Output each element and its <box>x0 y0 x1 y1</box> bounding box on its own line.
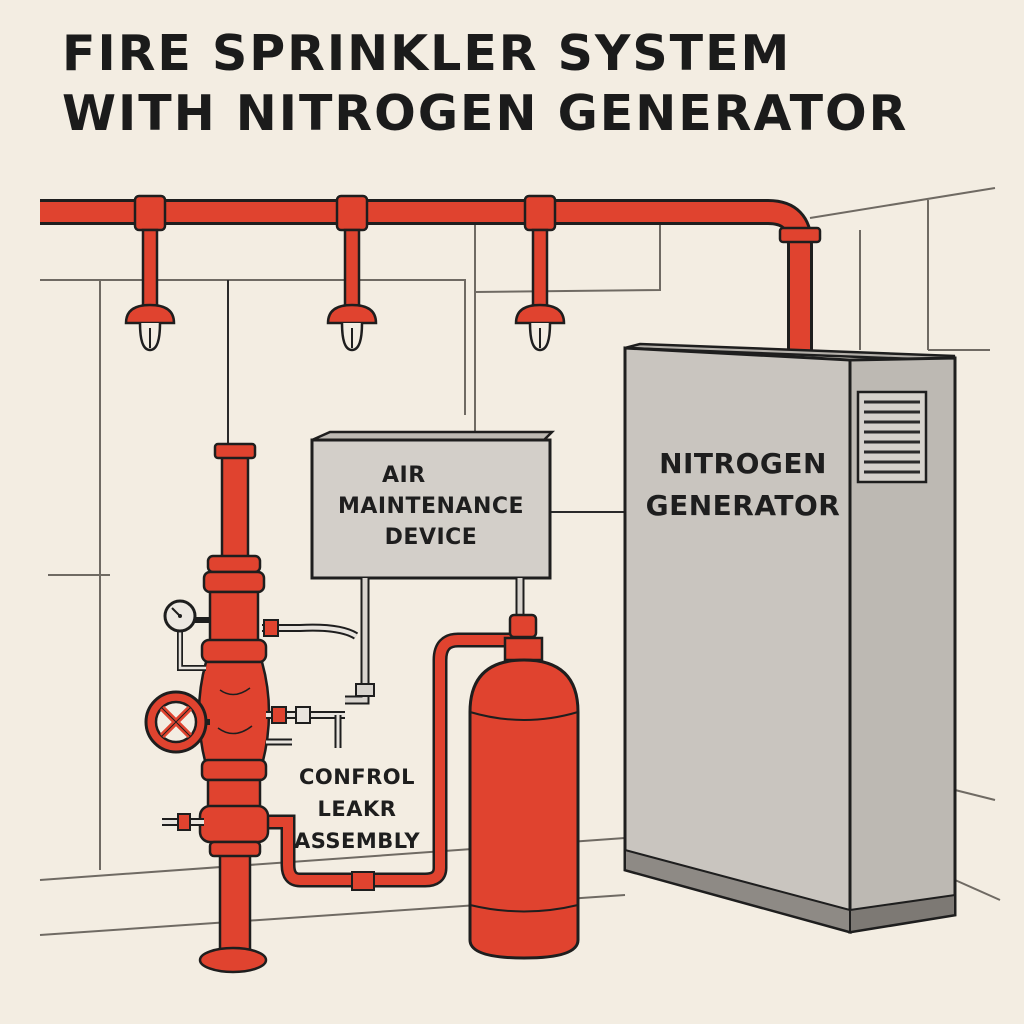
valve-handwheel-icon <box>144 690 210 754</box>
air-maintenance-device-box <box>310 430 556 580</box>
air-maintenance-device-label-line-1: AIR <box>382 463 426 488</box>
control-valve-assembly-label-line-3: ASSEMBLY <box>293 829 421 853</box>
sprinkler-head-1 <box>124 194 176 352</box>
sprinkler-head-2 <box>326 194 378 352</box>
sprinkler-main-pipe <box>40 199 822 350</box>
air-maintenance-device-label-line-2: MAINTENANCE <box>337 494 525 519</box>
nitrogen-generator-cabinet <box>623 342 957 934</box>
nitrogen-cylinder <box>468 613 580 960</box>
title-line-1: FIRE SPRINKLER SYSTEM <box>62 25 792 82</box>
title-line-2: WITH NITROGEN GENERATOR <box>62 85 909 142</box>
nitrogen-feed-pipe <box>262 632 512 891</box>
nitrogen-generator-label-line-1: NITROGEN <box>659 447 827 480</box>
control-valve-body <box>162 554 359 858</box>
signal-lines <box>227 280 626 513</box>
air-maintenance-device-label-line-3: DEVICE <box>384 525 478 550</box>
diagram-title: FIRE SPRINKLER SYSTEM WITH NITROGEN GENE… <box>62 24 908 144</box>
pressure-gauge-icon <box>163 599 197 633</box>
sprinkler-head-3 <box>514 194 566 352</box>
nitrogen-generator-label: NITROGEN GENERATOR <box>628 443 858 527</box>
control-valve-assembly-label: CONFROL LEAKR ASSEMBLY <box>282 761 432 857</box>
vent-grille-icon <box>856 390 928 484</box>
air-maintenance-device-label: AIR MAINTENANCE DEVICE <box>318 460 544 553</box>
nitrogen-generator-label-line-2: GENERATOR <box>645 489 841 522</box>
control-valve-assembly-label-line-1: CONFROL <box>298 765 416 789</box>
control-valve-assembly-label-line-2: LEAKR <box>317 797 397 821</box>
room-walls <box>39 187 1001 936</box>
air-supply-lines <box>345 578 525 705</box>
